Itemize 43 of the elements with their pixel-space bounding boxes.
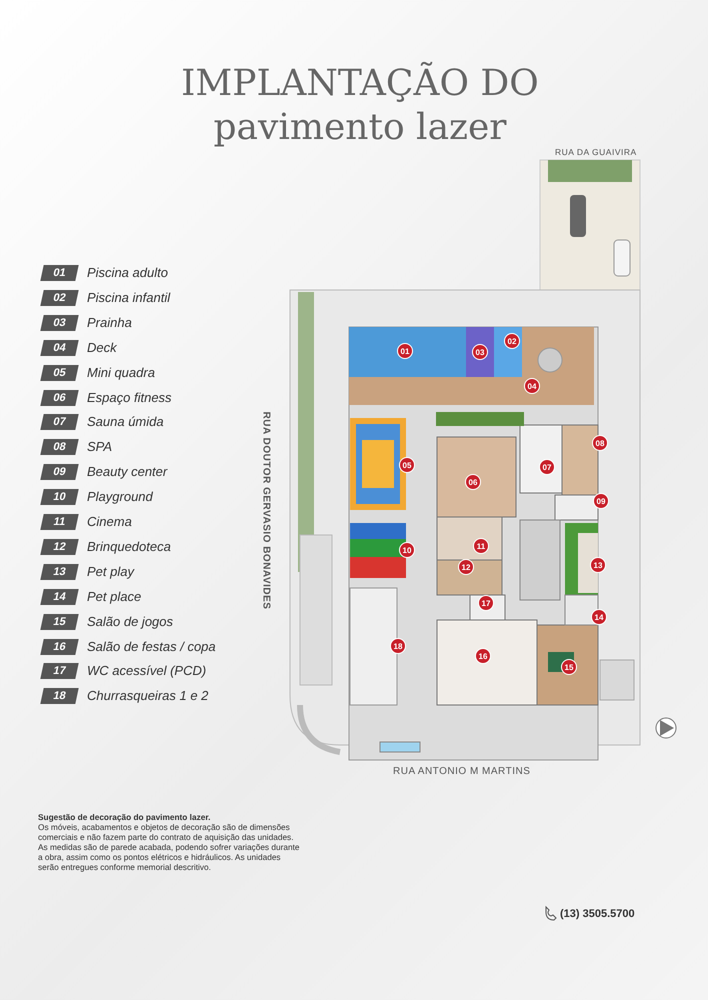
- street-name: RUA ANTONIO M MARTINS: [393, 766, 530, 777]
- phone-number: (13) 3505.5700: [560, 909, 635, 919]
- disclaimer-note: Os móveis, acabamentos e objetos de decoração são de dimensões comerciais e não fazem parte do contrato de aquisição das unidades. As medidas são de parede acabada, podendo sofrer variações durante a obra, assim como os pontos elétricos e hidráulicos. As unidades serão entregues conforme memorial descritivo.: [38, 822, 300, 872]
- legend-number: 08: [40, 439, 79, 456]
- legend-item-name: Sauna úmida: [87, 414, 164, 430]
- legend-number: 01: [40, 265, 79, 281]
- legend-item-name: Churrasqueiras 1 e 2: [87, 688, 208, 704]
- legend-number: 03: [40, 314, 79, 331]
- legend-item-name: WC acessível (PCD): [87, 663, 206, 680]
- legend-item-name: Salão de festas / copa: [87, 638, 216, 654]
- legend-item-name: Mini quadra: [87, 364, 155, 381]
- legend-item-name: Beauty center: [87, 464, 168, 480]
- legend-item-name: Piscina adulto: [87, 265, 168, 281]
- legend-item-name: Cinema: [87, 514, 132, 530]
- legend-number: 16: [40, 638, 79, 654]
- legend-item-name: Piscina infantil: [87, 290, 170, 306]
- legend-number: 07: [40, 414, 79, 430]
- legend-number: 12: [40, 538, 79, 555]
- legend-item-name: Playground: [87, 489, 153, 506]
- street-name: RUA DA GUAIVIRA: [555, 147, 637, 157]
- legend-number: 04: [40, 340, 79, 356]
- legend-item-name: Salão de jogos: [87, 614, 174, 630]
- legend-number: 18: [40, 688, 79, 704]
- legend-item-name: Pet play: [87, 564, 134, 580]
- note-heading: Sugestão de decoração do pavimento lazer.: [38, 812, 210, 822]
- legend-number: 05: [40, 364, 79, 381]
- legend-number: 11: [40, 514, 79, 530]
- legend-number: 13: [40, 564, 79, 580]
- legend-number: 14: [40, 588, 79, 605]
- legend-item-name: Pet place: [87, 588, 142, 605]
- page-title: IMPLANTAÇÃO DO pavimento lazer: [180, 62, 540, 150]
- legend-number: 10: [40, 489, 79, 506]
- legend-number: 09: [40, 464, 79, 480]
- legend-item-name: Espaço fitness: [87, 390, 172, 406]
- legend-number: 02: [40, 290, 79, 306]
- legend-item-name: Brinquedoteca: [87, 538, 171, 555]
- street-name: RUA DOUTOR GERVASIO BONAVIDES: [260, 410, 272, 612]
- legend-item-name: Deck: [87, 340, 117, 356]
- legend-item-name: SPA: [87, 439, 112, 456]
- legend-number: 17: [40, 663, 79, 680]
- legend-number: 15: [40, 614, 79, 630]
- legend-number: 06: [40, 390, 79, 406]
- legend-item-name: Prainha: [87, 314, 132, 331]
